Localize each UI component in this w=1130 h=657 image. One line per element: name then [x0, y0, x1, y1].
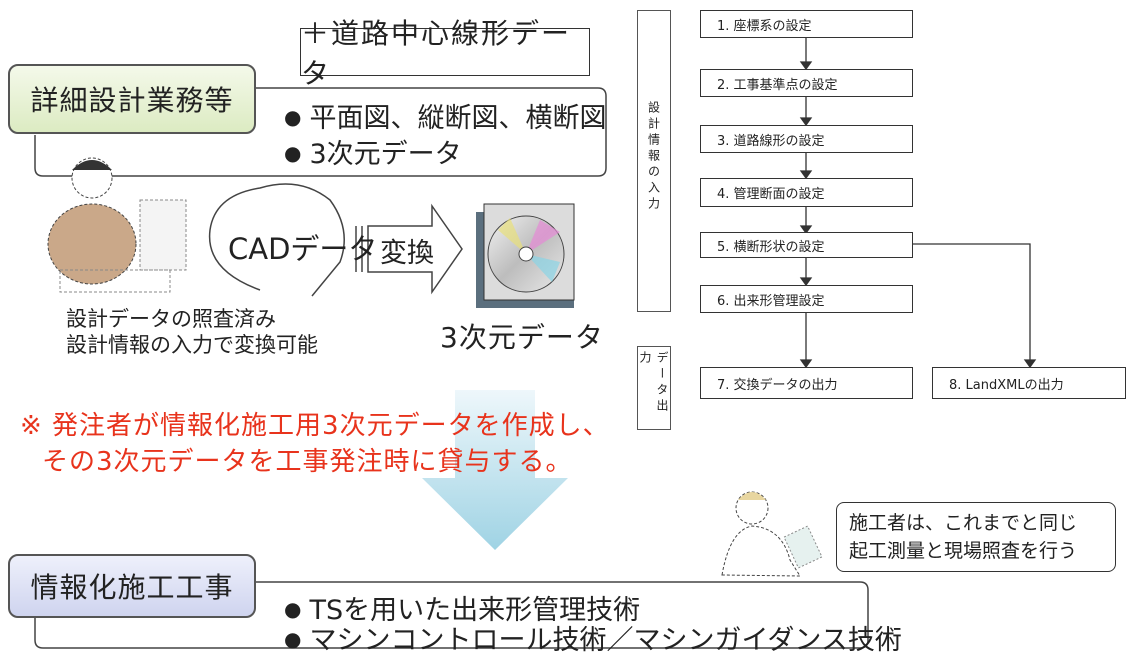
construction-bracket	[34, 581, 869, 649]
bullet-dot: ●	[284, 141, 302, 165]
bullet-dot: ●	[284, 105, 302, 129]
construction-bullet: ●マシンコントロール技術／マシンガイダンス技術	[284, 625, 902, 656]
notice-line: その3次元データを工事発注時に貸与する。	[42, 447, 573, 477]
flow-output-phase: データ出力	[637, 346, 671, 430]
speech-line: 施工者は、これまでと同じ	[849, 512, 1078, 534]
design-bullet: ●平面図、縦断図、横断図	[284, 103, 607, 134]
flow-step-landxml: 8. LandXMLの出力	[932, 367, 1126, 399]
flow-step: 4. 管理断面の設定	[700, 178, 913, 207]
cad-cloud	[208, 183, 345, 297]
convert-arrow	[355, 203, 463, 295]
design-bracket	[34, 87, 607, 177]
flow-step: 3. 道路線形の設定	[700, 125, 913, 153]
flow-step: 7. 交換データの出力	[700, 367, 913, 399]
convert-label: 変換	[380, 237, 434, 269]
design-work-label: 詳細設計業務等	[8, 64, 256, 134]
disc-case-clipart	[476, 203, 575, 308]
designer-clipart	[47, 157, 187, 293]
design-bullet: ●3次元データ	[284, 139, 462, 170]
flow-connectors	[799, 38, 1037, 369]
worker-clipart	[721, 491, 823, 577]
down-arrow	[422, 390, 568, 550]
construction-work-label: 情報化施工工事	[8, 554, 256, 618]
flow-step: 2. 工事基準点の設定	[700, 69, 913, 97]
three-d-data-label: 3次元データ	[440, 321, 604, 354]
notice-line: ※ 発注者が情報化施工用3次元データを作成し、	[20, 411, 610, 441]
bullet-dot: ●	[284, 597, 302, 621]
speech-line: 起工測量と現場照査を行う	[849, 540, 1078, 562]
worker-speech-box: 施工者は、これまでと同じ 起工測量と現場照査を行う	[836, 502, 1116, 572]
flow-step: 6. 出来形管理設定	[700, 285, 913, 313]
flow-step: 5. 横断形状の設定	[700, 232, 913, 258]
flow-input-phase: 設計情報の入力	[637, 10, 671, 312]
bullet-dot: ●	[284, 627, 302, 651]
construction-bullet: ●TSを用いた出来形管理技術	[284, 595, 641, 626]
cad-data-label: CADデータ	[228, 232, 378, 266]
flow-step: 1. 座標系の設定	[700, 10, 913, 38]
road-alignment-box: ＋道路中心線形データ	[300, 17, 590, 90]
design-note: 設計データの照査済み	[66, 307, 276, 331]
design-note: 設計情報の入力で変換可能	[66, 333, 318, 357]
